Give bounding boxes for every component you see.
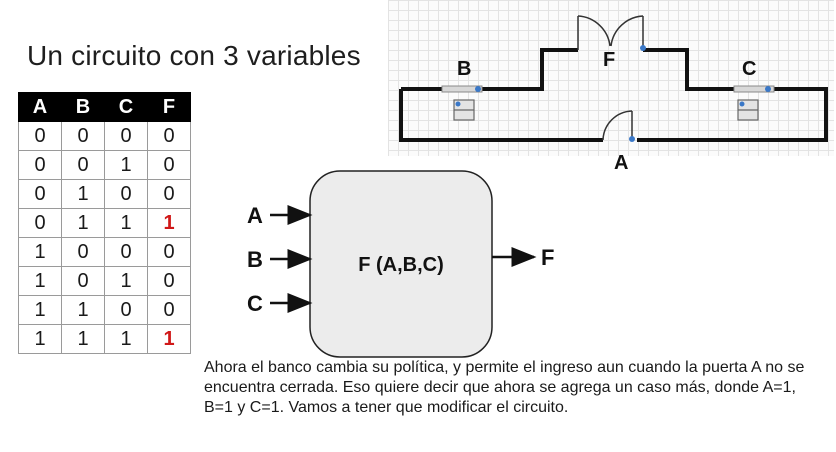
cell-f: 0 <box>147 295 191 325</box>
cell-b: 1 <box>61 208 105 238</box>
cell-f: 0 <box>147 266 191 296</box>
cell-f: 0 <box>147 121 191 151</box>
cell-c: 1 <box>104 150 148 180</box>
cell-b: 1 <box>61 179 105 209</box>
cell-f: 0 <box>147 237 191 267</box>
truth-table-header-row: A B C F <box>18 92 191 122</box>
cell-a: 0 <box>18 179 62 209</box>
cell-c: 0 <box>104 237 148 267</box>
explanation-paragraph: Ahora el banco cambia su política, y per… <box>204 359 805 416</box>
table-row: 0 0 0 0 <box>18 121 191 151</box>
cell-a: 0 <box>18 121 62 151</box>
cell-c: 0 <box>104 179 148 209</box>
cell-b: 0 <box>61 237 105 267</box>
input-label-b: B <box>247 247 263 272</box>
floorplan-label-f: F <box>603 49 616 71</box>
cell-a: 0 <box>18 150 62 180</box>
header-b: B <box>61 92 105 122</box>
floorplan-drawing <box>399 15 828 142</box>
cell-b: 1 <box>61 295 105 325</box>
cell-a: 1 <box>18 295 62 325</box>
cell-a: 1 <box>18 266 62 296</box>
cell-c: 0 <box>104 121 148 151</box>
desk-b-icon <box>453 99 475 121</box>
table-row: 1 1 0 0 <box>18 295 191 325</box>
cell-c: 0 <box>104 295 148 325</box>
function-label: F (A,B,C) <box>358 254 444 276</box>
cell-c: 1 <box>104 208 148 238</box>
door-f-sensor-icon <box>640 45 646 51</box>
cell-f-highlight: 1 <box>147 208 191 238</box>
floorplan-label-a: A <box>614 152 629 174</box>
floorplan-label-b: B <box>457 58 472 80</box>
cell-a: 1 <box>18 324 62 354</box>
cell-f: 0 <box>147 179 191 209</box>
cell-c: 1 <box>104 266 148 296</box>
table-row: 1 0 0 0 <box>18 237 191 267</box>
table-row: 0 0 1 0 <box>18 150 191 180</box>
cell-c: 1 <box>104 324 148 354</box>
block-diagram <box>270 170 537 358</box>
output-label-f: F <box>541 245 555 270</box>
door-a <box>602 110 633 141</box>
input-label-a: A <box>247 203 263 228</box>
window-b <box>441 85 483 93</box>
desk-c-icon <box>737 99 759 121</box>
cell-a: 1 <box>18 237 62 267</box>
table-row: 0 1 0 0 <box>18 179 191 209</box>
header-a: A <box>18 92 62 122</box>
cell-b: 0 <box>61 266 105 296</box>
window-c <box>733 85 775 93</box>
table-row: 0 1 1 1 <box>18 208 191 238</box>
bank-floorplan: B C F A <box>388 0 834 174</box>
header-f: F <box>147 92 191 122</box>
cell-b: 0 <box>61 150 105 180</box>
cell-f-highlight: 1 <box>147 324 191 354</box>
cell-a: 0 <box>18 208 62 238</box>
door-f <box>577 15 644 50</box>
door-a-sensor-icon <box>629 136 635 142</box>
input-label-c: C <box>247 291 263 316</box>
table-row: 1 1 1 1 <box>18 324 191 354</box>
cell-b: 0 <box>61 121 105 151</box>
cell-f: 0 <box>147 150 191 180</box>
floorplan-label-c: C <box>742 58 757 80</box>
truth-table: A B C F 0 0 0 0 0 0 1 0 0 1 0 0 0 1 1 1 <box>18 92 191 354</box>
slide-title: Un circuito con 3 variables <box>27 40 361 71</box>
table-row: 1 0 1 0 <box>18 266 191 296</box>
header-c: C <box>104 92 148 122</box>
cell-b: 1 <box>61 324 105 354</box>
